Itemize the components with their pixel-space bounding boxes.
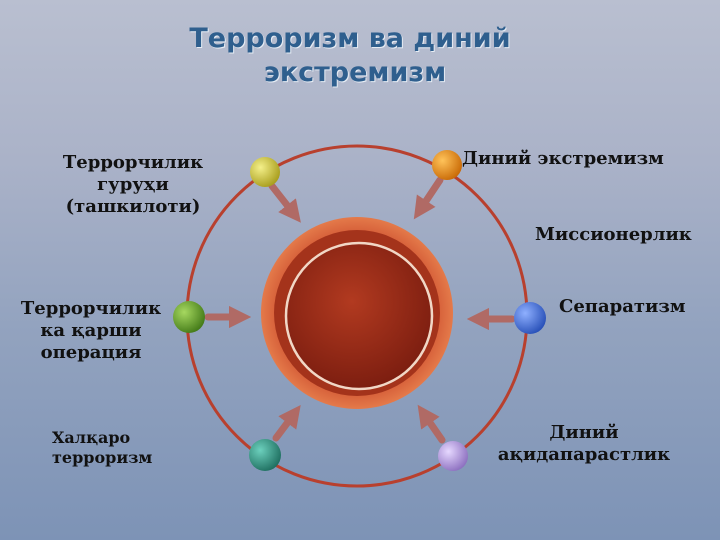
- label-international-terrorism-line-2: терроризм: [52, 448, 153, 467]
- label-separatism: Сепаратизм: [559, 296, 686, 317]
- label-international-terrorism-line-1: Халқаро: [52, 428, 131, 447]
- arrow-terror-group: [268, 182, 301, 223]
- node-international-terrorism: [249, 439, 281, 471]
- node-religious-fanaticism: [438, 441, 468, 471]
- label-terror-group-line-1: Террорчилик: [62, 152, 204, 173]
- arrow-religious-fanaticism: [417, 404, 446, 444]
- node-terror-group: [250, 157, 280, 187]
- label-counter-terror: Террорчилик ка қарши операция: [10, 298, 172, 364]
- label-religious-extremism: Диний экстремизм: [462, 148, 664, 169]
- label-religious-fanaticism: Диний ақидапарастлик: [486, 422, 682, 466]
- page-title: Терроризм ва диний экстремизм: [150, 22, 550, 90]
- label-religious-fanaticism-line-2: ақидапарастлик: [497, 444, 671, 465]
- title-line-1: Терроризм ва диний: [189, 23, 511, 54]
- node-counter-terror: [173, 301, 205, 333]
- label-international-terrorism: Халқаро терроризм: [52, 428, 152, 468]
- label-terror-group: Террорчилик гуруҳи (ташкилоти): [48, 152, 218, 218]
- arrow-international-terrorism: [272, 405, 301, 442]
- node-religious-extremism: [432, 150, 462, 180]
- label-counter-terror-line-2: ка қарши: [40, 320, 142, 341]
- label-terror-group-line-2: гуруҳи: [97, 174, 169, 195]
- title-line-2: экстремизм: [263, 57, 447, 88]
- arrow-religious-extremism: [413, 176, 444, 220]
- label-terror-group-line-3: (ташкилоти): [65, 196, 201, 217]
- label-counter-terror-line-1: Террорчилик: [20, 298, 162, 319]
- node-separatism: [514, 302, 546, 334]
- label-counter-terror-line-3: операция: [40, 342, 142, 363]
- core-inner-circle: [284, 241, 434, 391]
- label-missionary: Миссионерлик: [535, 224, 692, 245]
- label-religious-fanaticism-line-1: Диний: [549, 422, 619, 443]
